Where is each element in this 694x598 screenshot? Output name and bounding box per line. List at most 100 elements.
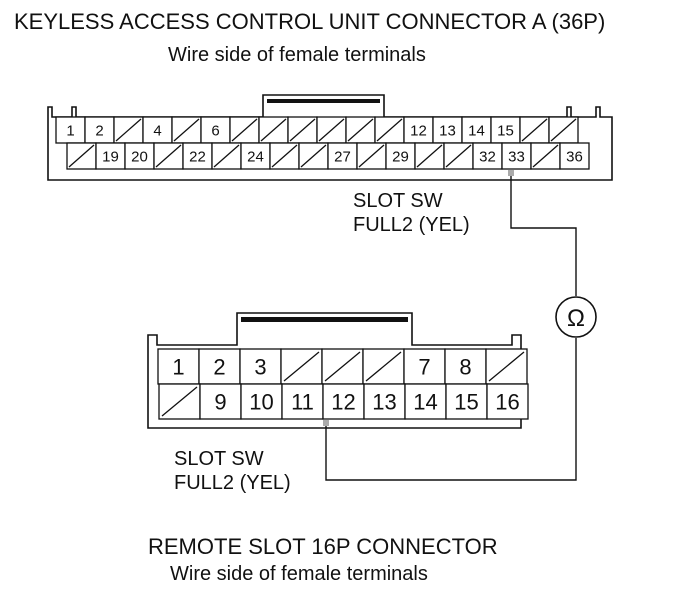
connector-a-terminal-label: 4: [153, 122, 161, 139]
connector-b-lock-tab: [241, 317, 408, 322]
connector-a-wire-label-line1: SLOT SW: [353, 190, 443, 212]
connector-a-terminal-label: 13: [439, 122, 456, 139]
connector-b-terminal-cell: 14: [404, 383, 447, 420]
connector-a-terminal-cell: [345, 116, 376, 144]
ohmmeter-symbol: [555, 296, 597, 338]
connector-a-terminal-cell: [530, 142, 561, 170]
probe-b-contact: [323, 420, 329, 426]
connector-b-terminal-cell: [158, 383, 201, 420]
connector-b-terminal-label: 13: [372, 389, 396, 414]
connector-b-terminal-label: 12: [331, 389, 355, 414]
connector-b-title: REMOTE SLOT 16P CONNECTOR: [148, 534, 498, 559]
connector-b-terminal-cell: 11: [281, 383, 324, 420]
connector-a-terminal-cell: [548, 116, 579, 144]
connector-a-terminal-cell: [229, 116, 260, 144]
connector-a-terminal-cell: 6: [200, 116, 231, 144]
connector-b-terminal-label: 15: [454, 389, 478, 414]
connector-a-lock-tab: [267, 99, 380, 103]
connector-a-terminal-cell: 19: [95, 142, 126, 170]
connector-a-terminal-cell: [171, 116, 202, 144]
connector-a-terminal-cell: [356, 142, 387, 170]
connector-b-terminal-label: 11: [291, 389, 314, 414]
connector-a-terminal-cell: 22: [182, 142, 213, 170]
connector-a-terminal-cell: [287, 116, 318, 144]
connector-a-terminal-cell: [316, 116, 347, 144]
connector-a-terminal-label: 12: [410, 122, 427, 139]
connector-a-terminal-cell: 4: [142, 116, 173, 144]
connector-a-terminal-label: 29: [392, 148, 409, 165]
connector-a-terminal-cell: 27: [327, 142, 358, 170]
connector-a-terminal-cell: 36: [559, 142, 590, 170]
connector-a-terminal-label: 19: [102, 148, 119, 165]
connector-a-terminal-label: 15: [497, 122, 514, 139]
connector-a-terminal-label: 22: [189, 148, 206, 165]
connector-a-terminal-label: 27: [334, 148, 351, 165]
connector-b-terminal-cell: 2: [198, 348, 241, 385]
connector-a-terminal-cell: [113, 116, 144, 144]
connector-b-wire-label: SLOT SW FULL2 (YEL): [174, 447, 291, 495]
probe-wire-a: [510, 173, 577, 296]
connector-b-terminal-cell: 13: [363, 383, 406, 420]
connector-b-terminal-label: 2: [213, 354, 225, 379]
connector-a-terminal-cell: 29: [385, 142, 416, 170]
connector-b-subtitle: Wire side of female terminals: [170, 563, 428, 585]
connector-b-terminal-label: 3: [254, 354, 266, 379]
connector-a-terminal-label: 2: [95, 122, 103, 139]
connector-a-terminal-cell: 33: [501, 142, 532, 170]
connector-a-terminal-label: 20: [131, 148, 148, 165]
connector-a-terminal-label: 32: [479, 148, 496, 165]
connector-a-terminal-cell: 13: [432, 116, 463, 144]
probe-wire-b: [325, 338, 577, 481]
connector-a-terminal-cell: [269, 142, 300, 170]
connector-b-terminal-label: 1: [172, 354, 184, 379]
connector-b-terminal-cell: 16: [486, 383, 529, 420]
connector-b-terminal-label: 14: [413, 389, 437, 414]
connector-b-terminal-cell: 1: [157, 348, 200, 385]
connector-a-terminal-cell: 32: [472, 142, 503, 170]
connector-a-terminal-cell: [414, 142, 445, 170]
connector-b-terminal-cell: 15: [445, 383, 488, 420]
connector-b-wire-label-line1: SLOT SW: [174, 448, 264, 470]
connector-b-terminal-cell: [280, 348, 323, 385]
connector-a-subtitle: Wire side of female terminals: [168, 44, 426, 66]
connector-b-terminal-cell: 7: [403, 348, 446, 385]
connector-a-terminal-label: 14: [468, 122, 485, 139]
connector-a-terminal-cell: 15: [490, 116, 521, 144]
connector-a-terminal-cell: [258, 116, 289, 144]
connector-a-wire-label: SLOT SW FULL2 (YEL): [353, 189, 470, 237]
connector-b-terminal-cell: 10: [240, 383, 283, 420]
connector-b-terminal-cell: [362, 348, 405, 385]
connector-a-terminal-cell: [66, 142, 97, 170]
connector-b-terminal-cell: 9: [199, 383, 242, 420]
connector-a-terminal-cell: 1: [55, 116, 86, 144]
connector-a-terminal-label: 1: [66, 122, 74, 139]
connector-b-terminal-label: 10: [249, 389, 273, 414]
connector-b-terminal-cell: [321, 348, 364, 385]
connector-a-terminal-cell: [519, 116, 550, 144]
connector-a-terminal-cell: 20: [124, 142, 155, 170]
connector-a-terminal-label: 6: [211, 122, 219, 139]
connector-a-terminal-label: 33: [508, 148, 525, 165]
connector-a-title: KEYLESS ACCESS CONTROL UNIT CONNECTOR A …: [14, 9, 606, 34]
connector-a-terminal-cell: 14: [461, 116, 492, 144]
connector-b-terminal-cell: 3: [239, 348, 282, 385]
connector-b-terminal-label: 9: [214, 389, 226, 414]
connector-a-terminal-cell: [443, 142, 474, 170]
connector-b-wire-label-line2: FULL2 (YEL): [174, 472, 291, 494]
connector-a-terminal-cell: 12: [403, 116, 434, 144]
connector-a-terminal-cell: [374, 116, 405, 144]
connector-a-terminal-cell: 24: [240, 142, 271, 170]
connector-a-terminal-cell: 2: [84, 116, 115, 144]
connector-b-terminal-cell: 12: [322, 383, 365, 420]
connector-b-housing: [147, 312, 522, 429]
connector-a-wire-label-line2: FULL2 (YEL): [353, 214, 470, 236]
connector-b-terminal-label: 8: [459, 354, 471, 379]
connector-a-terminal-label: 24: [247, 148, 264, 165]
ohmmeter-ohm-icon: Ω: [567, 305, 585, 332]
connector-b-terminal-label: 16: [495, 389, 519, 414]
connector-a-terminal-cell: [298, 142, 329, 170]
